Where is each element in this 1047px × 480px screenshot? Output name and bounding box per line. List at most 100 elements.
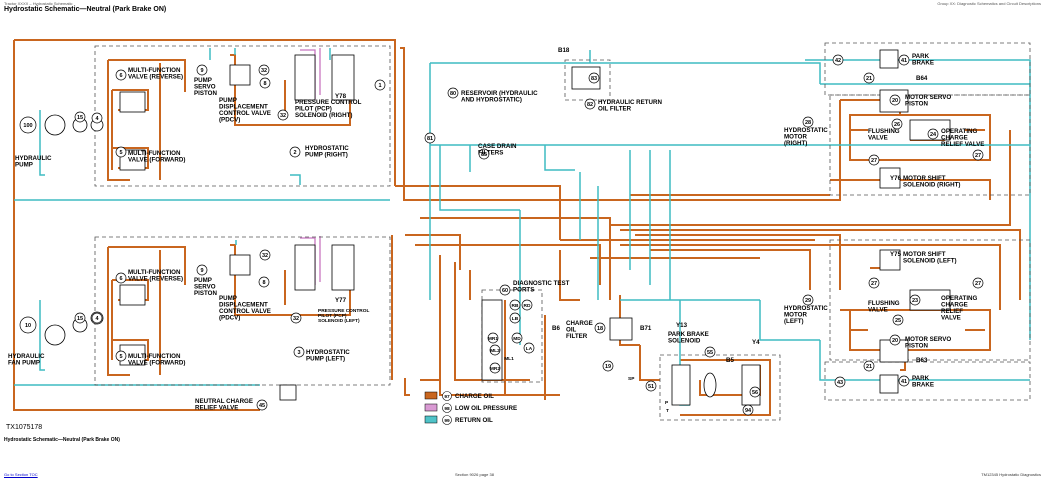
port-rb: RB — [512, 303, 519, 309]
legend-num-99: 99 — [444, 418, 450, 424]
port-md: MD — [513, 336, 521, 342]
num-60: 60 — [502, 288, 508, 294]
b-num-32a: 32 — [262, 253, 268, 259]
rm-num-27b: 27 — [975, 153, 981, 159]
num-56: 56 — [752, 390, 758, 396]
y13-label: Y13 — [676, 322, 688, 329]
lm-num-41: 41 — [901, 379, 907, 385]
header-left-small: Tractor XXXX – Hydrostatic Schematic — [4, 1, 73, 6]
rm-num-21: 21 — [866, 76, 872, 82]
page-title: Hydrostatic Schematic—Neutral (Park Brak… — [4, 6, 167, 13]
number-circles — [19, 54, 984, 416]
legend-item-charge: 97 CHARGE OIL — [424, 391, 494, 401]
b-num-8: 8 — [262, 280, 265, 286]
num-80: 80 — [450, 91, 456, 97]
num-82: 82 — [587, 102, 593, 108]
y4-label: Y4 — [752, 339, 760, 346]
b-num-9: 9 — [200, 268, 203, 274]
legend-num-98: 98 — [444, 406, 450, 412]
num-29: 29 — [805, 298, 811, 304]
num-6: 6 — [119, 73, 122, 79]
rm-num-20: 20 — [892, 98, 898, 104]
b71-label: B71 — [640, 325, 652, 332]
num-32b: 32 — [280, 113, 286, 119]
y76-label: Y76 — [890, 175, 902, 182]
num-26: 26 — [894, 122, 900, 128]
pump-num: 100 — [23, 123, 32, 129]
num-9: 9 — [200, 68, 203, 74]
return-oil-lines — [14, 48, 1031, 406]
num-4: 4 — [95, 116, 99, 122]
b-num-32b: 32 — [293, 316, 299, 322]
y78-label: Y78 — [335, 93, 347, 100]
manual-id: TM12345 Hydrostatic Diagnostics — [981, 472, 1041, 477]
section-toc-link[interactable]: Go to Section TOC — [4, 472, 38, 477]
legend-item-low: 98 LOW OIL PRESSURE — [424, 403, 517, 413]
figure-caption: Hydrostatic Schematic—Neutral (Park Brak… — [4, 437, 120, 443]
legend: 97 CHARGE OIL 98 LOW OIL PRESSURE 99 RET… — [424, 391, 517, 425]
y75-label: Y75 — [890, 251, 902, 258]
num-41: 41 — [901, 58, 907, 64]
b5-label: B5 — [726, 357, 734, 364]
sp-label: SP — [628, 376, 635, 382]
port-lb: LB — [512, 316, 519, 322]
port-mr1: MR1 — [488, 336, 498, 342]
b-num-5: 5 — [119, 354, 122, 360]
b-num-6: 6 — [119, 276, 122, 282]
component-boundaries — [94, 42, 1031, 421]
b18-label: B18 — [558, 47, 570, 54]
num-83: 83 — [591, 76, 597, 82]
b-num-15: 15 — [77, 316, 83, 322]
num-1: 1 — [378, 83, 381, 89]
lm-num-27b: 27 — [975, 281, 981, 287]
num-5: 5 — [119, 150, 122, 156]
b-num-4: 4 — [95, 316, 99, 322]
component-symbols — [44, 49, 951, 406]
num-43: 43 — [837, 380, 843, 386]
port-ml2: ML2 — [490, 348, 500, 354]
num-45: 45 — [259, 403, 265, 409]
legend-label-charge: CHARGE OIL — [455, 393, 494, 400]
t-label: T — [666, 408, 669, 414]
port-mr2: MR2 — [490, 366, 500, 372]
b64-label: B64 — [916, 75, 928, 82]
page-number: Section 9026 page 38 — [455, 472, 494, 477]
num-23: 23 — [912, 298, 918, 304]
num-55: 55 — [707, 350, 713, 356]
p-label: P — [665, 400, 669, 406]
legend-label-return: RETURN OIL — [455, 417, 493, 424]
num-81: 81 — [427, 136, 433, 142]
lm-num-27a: 27 — [871, 281, 877, 287]
b63-label: B63 — [916, 357, 928, 364]
figure-id: TX1075178 — [6, 424, 43, 431]
legend-num-97: 97 — [444, 394, 450, 400]
